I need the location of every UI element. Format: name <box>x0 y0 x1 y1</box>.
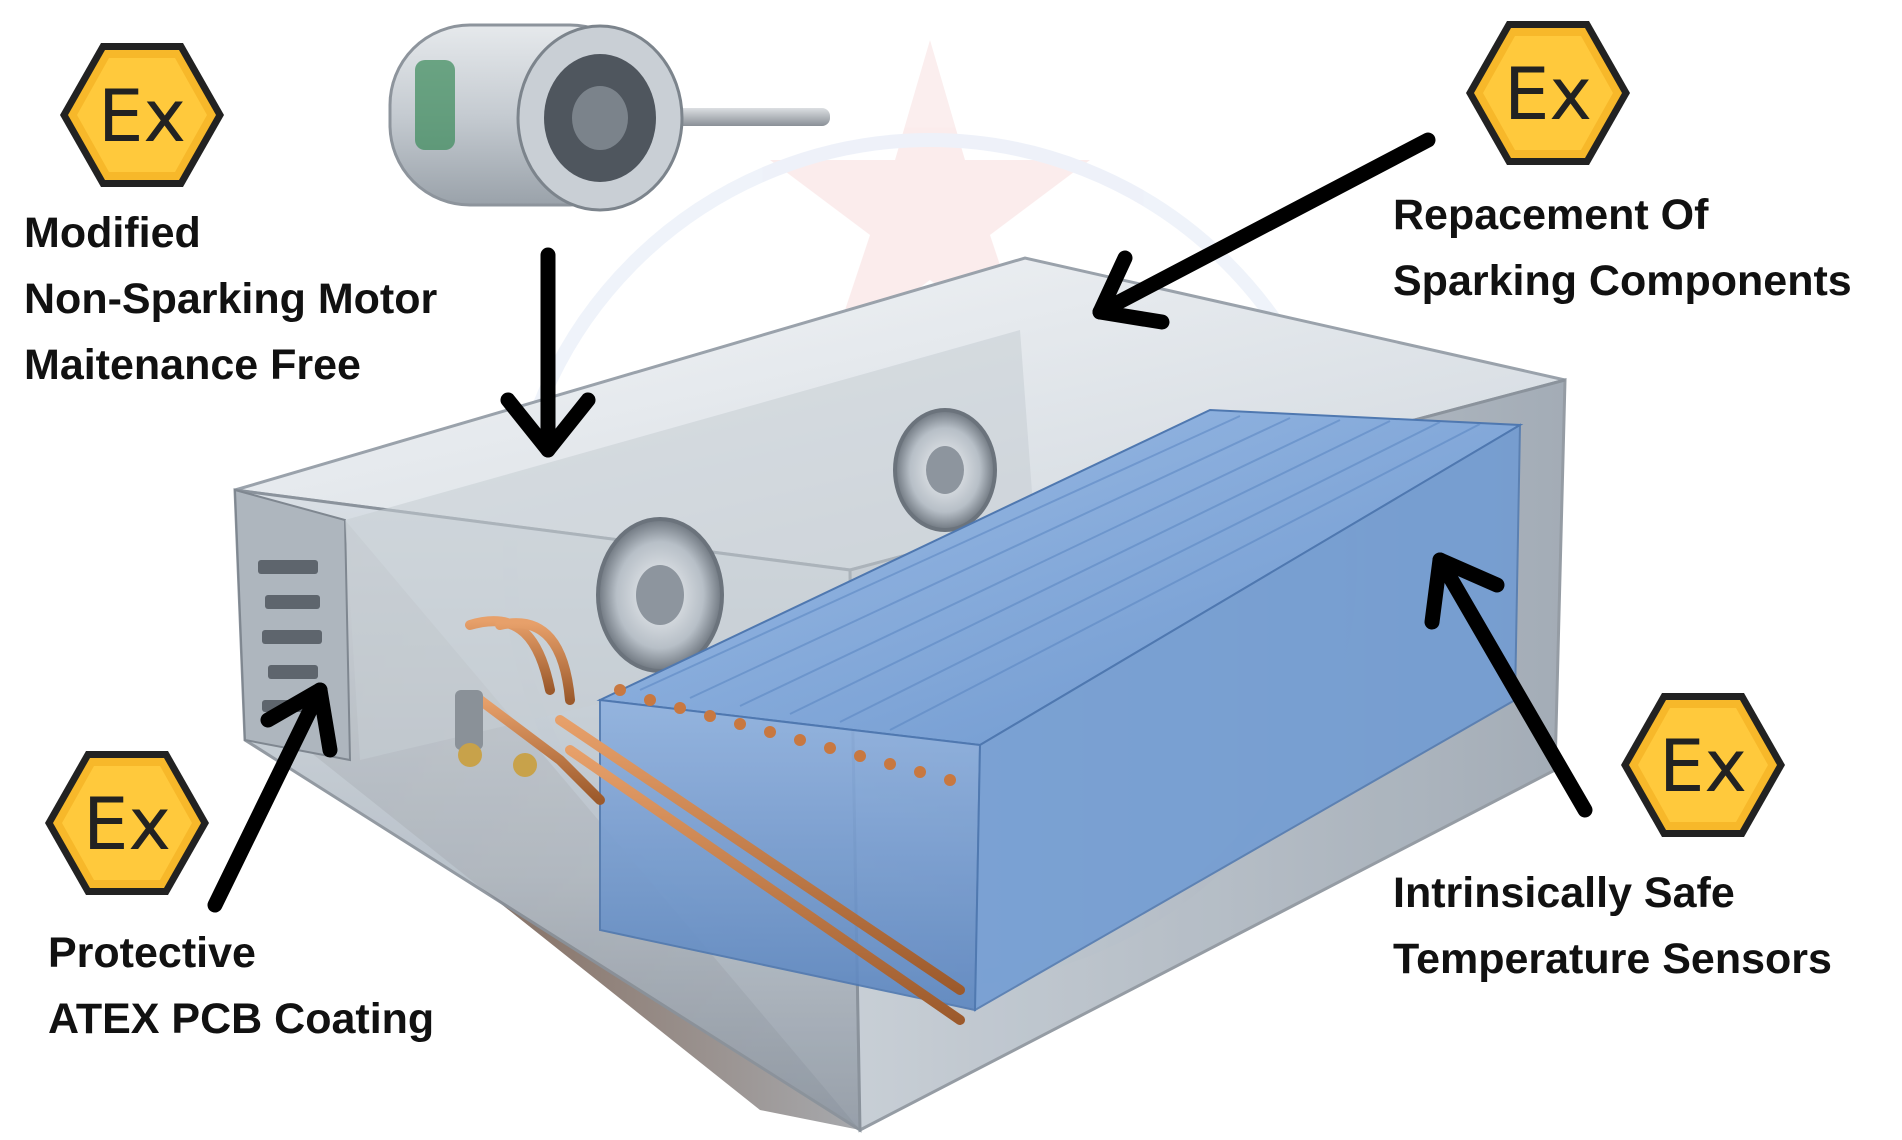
fan <box>893 408 997 532</box>
arrow-icon <box>500 247 596 458</box>
coil-tube-ends <box>614 684 956 786</box>
pcb-label-line: ATEX PCB Coating <box>48 995 435 1043</box>
hvac-unit-image <box>233 256 1567 1133</box>
arrow-icon <box>1092 132 1436 330</box>
arrow-icon <box>1424 552 1593 818</box>
sparking-components-label: Repacement Of Sparking Components <box>1393 182 1852 314</box>
motor-image <box>388 23 830 212</box>
ex-badge-text: Ex <box>98 74 186 158</box>
valves <box>455 690 537 777</box>
ex-hexagon-shape: Ex <box>1621 693 1785 837</box>
motor-label-line: Modified <box>24 209 201 257</box>
ex-badge-text: Ex <box>1659 724 1747 808</box>
sensors-label-line: Temperature Sensors <box>1393 935 1832 983</box>
sparking-label-line: Repacement Of <box>1393 191 1709 239</box>
ex-badge-text: Ex <box>1504 52 1592 136</box>
ex-hexagon-shape: Ex <box>1466 21 1630 165</box>
ex-hexagon-icon: Ex <box>42 748 212 898</box>
motor-label-line: Non-Sparking Motor <box>24 275 438 323</box>
temperature-sensors-label: Intrinsically Safe Temperature Sensors <box>1393 860 1832 992</box>
sparking-label-line: Sparking Components <box>1393 257 1852 305</box>
ex-hexagon-icon: Ex <box>1618 690 1788 840</box>
heat-exchanger-coil <box>596 408 1524 1012</box>
motor-label: Modified Non-Sparking Motor Maitenance F… <box>24 200 437 398</box>
copper-pipes <box>465 616 965 1025</box>
ex-hexagon-icon: Ex <box>1463 18 1633 168</box>
pcb-coating-label: Protective ATEX PCB Coating <box>48 920 434 1052</box>
arrow-icon <box>207 682 338 913</box>
ex-badge-text: Ex <box>83 782 171 866</box>
ex-hexagon-shape: Ex <box>45 751 209 895</box>
sensors-label-line: Intrinsically Safe <box>1393 869 1735 917</box>
ex-hexagon-shape: Ex <box>60 43 224 187</box>
ex-hexagon-icon: Ex <box>57 40 227 190</box>
pcb-label-line: Protective <box>48 929 256 977</box>
fan <box>596 517 724 673</box>
motor-label-line: Maitenance Free <box>24 341 361 389</box>
